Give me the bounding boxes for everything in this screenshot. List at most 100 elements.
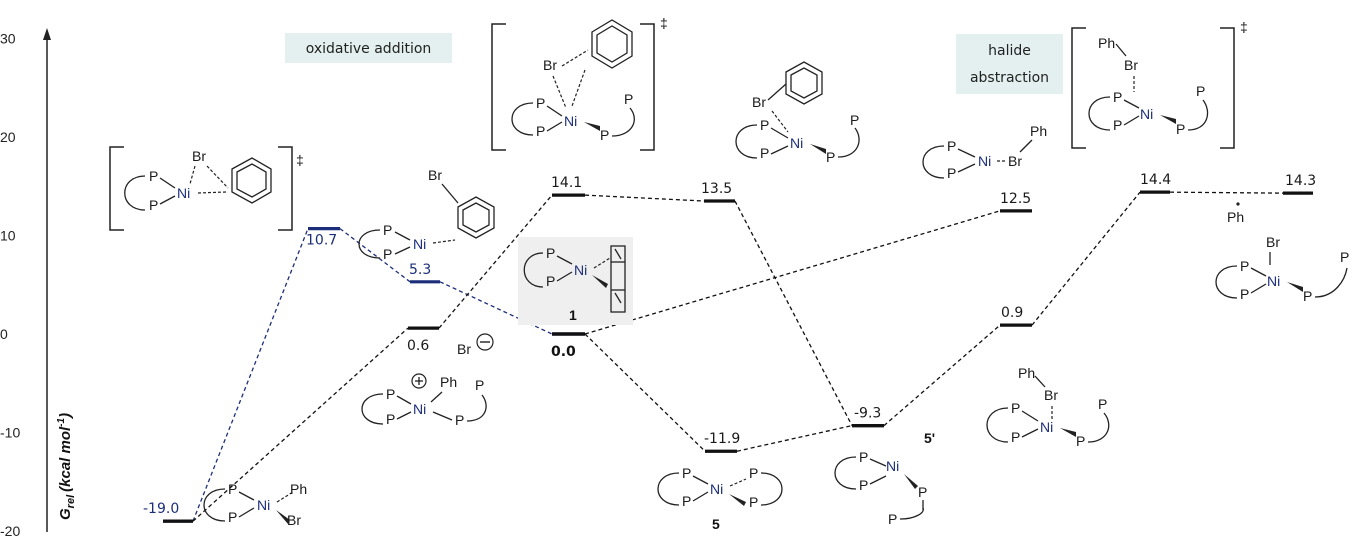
svg-text:P: P	[228, 481, 237, 497]
compound-1-structure: P P Ni 1	[518, 237, 633, 325]
svg-text:P: P	[1240, 258, 1249, 274]
energy-value-label: 0.6	[407, 338, 429, 354]
ylabel-unit: (kcal mol	[57, 426, 74, 492]
svg-text:P: P	[386, 386, 395, 402]
energy-value-label: 13.5	[701, 181, 732, 197]
svg-text:Ni: Ni	[413, 401, 426, 417]
connector-line	[736, 424, 853, 452]
svg-text:P: P	[947, 165, 956, 181]
svg-text:P: P	[1011, 400, 1020, 416]
oxidative-addition-box	[285, 33, 452, 63]
svg-text:P: P	[1098, 396, 1107, 412]
compound-5-label: 5	[712, 516, 720, 532]
ylabel-sub: rel	[65, 494, 77, 508]
ts2-structure: ‡ Br P P Ni P P	[491, 15, 668, 151]
svg-text:Br: Br	[457, 341, 471, 357]
svg-text:P: P	[749, 494, 758, 510]
svg-text:P: P	[826, 149, 835, 165]
connector-line	[584, 333, 706, 452]
svg-text:P: P	[1176, 121, 1185, 137]
connector-line	[734, 200, 853, 426]
y-tick-label: -10	[0, 425, 20, 441]
svg-text:P: P	[1196, 83, 1205, 99]
connector-line	[339, 228, 411, 283]
energy-value-label: 14.4	[1140, 172, 1171, 188]
svg-text:Ni: Ni	[1040, 419, 1053, 435]
svg-text:Br: Br	[752, 94, 766, 110]
svg-text:Br: Br	[287, 512, 301, 528]
svg-text:P: P	[546, 245, 555, 261]
svg-text:P: P	[850, 112, 859, 128]
svg-text:P: P	[386, 411, 395, 427]
energy-value-label: -9.3	[854, 406, 881, 422]
oxidative-addition-label: oxidative addition	[306, 41, 432, 57]
ylabel-close: )	[57, 413, 74, 420]
svg-text:Br: Br	[428, 167, 442, 183]
svg-text:Ph: Ph	[1018, 365, 1035, 381]
compound-5prime-label: 5'	[924, 430, 935, 446]
svg-text:P: P	[536, 123, 545, 139]
energy-value-label: -11.9	[704, 431, 740, 447]
connector-line	[438, 194, 553, 329]
svg-text:P: P	[1113, 89, 1122, 105]
y-tick-label: 20	[0, 129, 16, 145]
svg-text:Ni: Ni	[413, 236, 426, 252]
energy-value-label: 10.7	[306, 233, 337, 249]
y-tick-label: 30	[0, 31, 16, 47]
compound-5prime-structure: P P Ni P P 5'	[834, 430, 935, 527]
cationic-complex-structure: P P Ni Ph P P	[361, 373, 487, 428]
energy-value-label: 12.5	[1000, 191, 1031, 207]
svg-text:P: P	[947, 138, 956, 154]
connector-line	[1031, 191, 1141, 326]
svg-text:Ph: Ph	[440, 374, 457, 390]
svg-text:P: P	[918, 484, 927, 500]
ylabel-exp: -1	[56, 417, 67, 426]
svg-text:P: P	[383, 246, 392, 262]
connector-line	[192, 327, 409, 522]
svg-text:Br: Br	[1266, 234, 1280, 250]
svg-text:P: P	[888, 511, 897, 527]
energy-value-label: 5.3	[409, 262, 431, 278]
svg-text:P: P	[546, 273, 555, 289]
svg-text:P: P	[600, 127, 609, 143]
svg-text:P: P	[1076, 433, 1085, 449]
svg-text:Ni: Ni	[1140, 106, 1153, 122]
svg-text:Ni: Ni	[257, 497, 270, 513]
energy-value-label: 0.9	[1001, 305, 1023, 321]
svg-text:Ni: Ni	[790, 135, 803, 151]
svg-text:P: P	[1303, 288, 1312, 304]
svg-text:P: P	[859, 477, 868, 493]
pathway-connections	[192, 191, 1284, 522]
svg-text:Ph: Ph	[290, 481, 307, 497]
ts3-structure: ‡ Ph Br P P Ni P P	[1071, 19, 1248, 149]
y-axis-arrow	[43, 28, 51, 40]
energy-value-label: -19.0	[143, 501, 179, 517]
svg-text:P: P	[1113, 117, 1122, 133]
y-tick-label: 0	[0, 326, 8, 342]
svg-text:P: P	[475, 377, 484, 393]
ylabel-main: G	[57, 508, 74, 520]
energy-value-label: 14.3	[1285, 173, 1316, 189]
svg-text:Ni: Ni	[574, 262, 587, 278]
svg-text:P: P	[682, 465, 691, 481]
y-tick-label: -20	[0, 523, 20, 536]
energy-value-label: 14.1	[551, 175, 582, 191]
ts1-structure: ‡ P P Ni Br	[109, 146, 304, 231]
compound-5-structure: P P Ni P P 5	[657, 465, 783, 532]
svg-text:Br: Br	[1008, 153, 1022, 169]
compound-1-label: 1	[569, 307, 577, 323]
svg-text:Ni: Ni	[177, 185, 190, 201]
svg-text:P: P	[1240, 286, 1249, 302]
svg-text:Ni: Ni	[710, 481, 723, 497]
svg-text:P: P	[149, 168, 158, 184]
svg-text:P: P	[859, 449, 868, 465]
halide-label-1: halide	[988, 43, 1031, 59]
svg-text:Br: Br	[1124, 57, 1138, 73]
svg-text:Br: Br	[192, 148, 206, 164]
connector-line	[584, 210, 1001, 335]
svg-text:P: P	[149, 197, 158, 213]
svg-text:P: P	[682, 493, 691, 509]
connector-line	[584, 194, 705, 202]
